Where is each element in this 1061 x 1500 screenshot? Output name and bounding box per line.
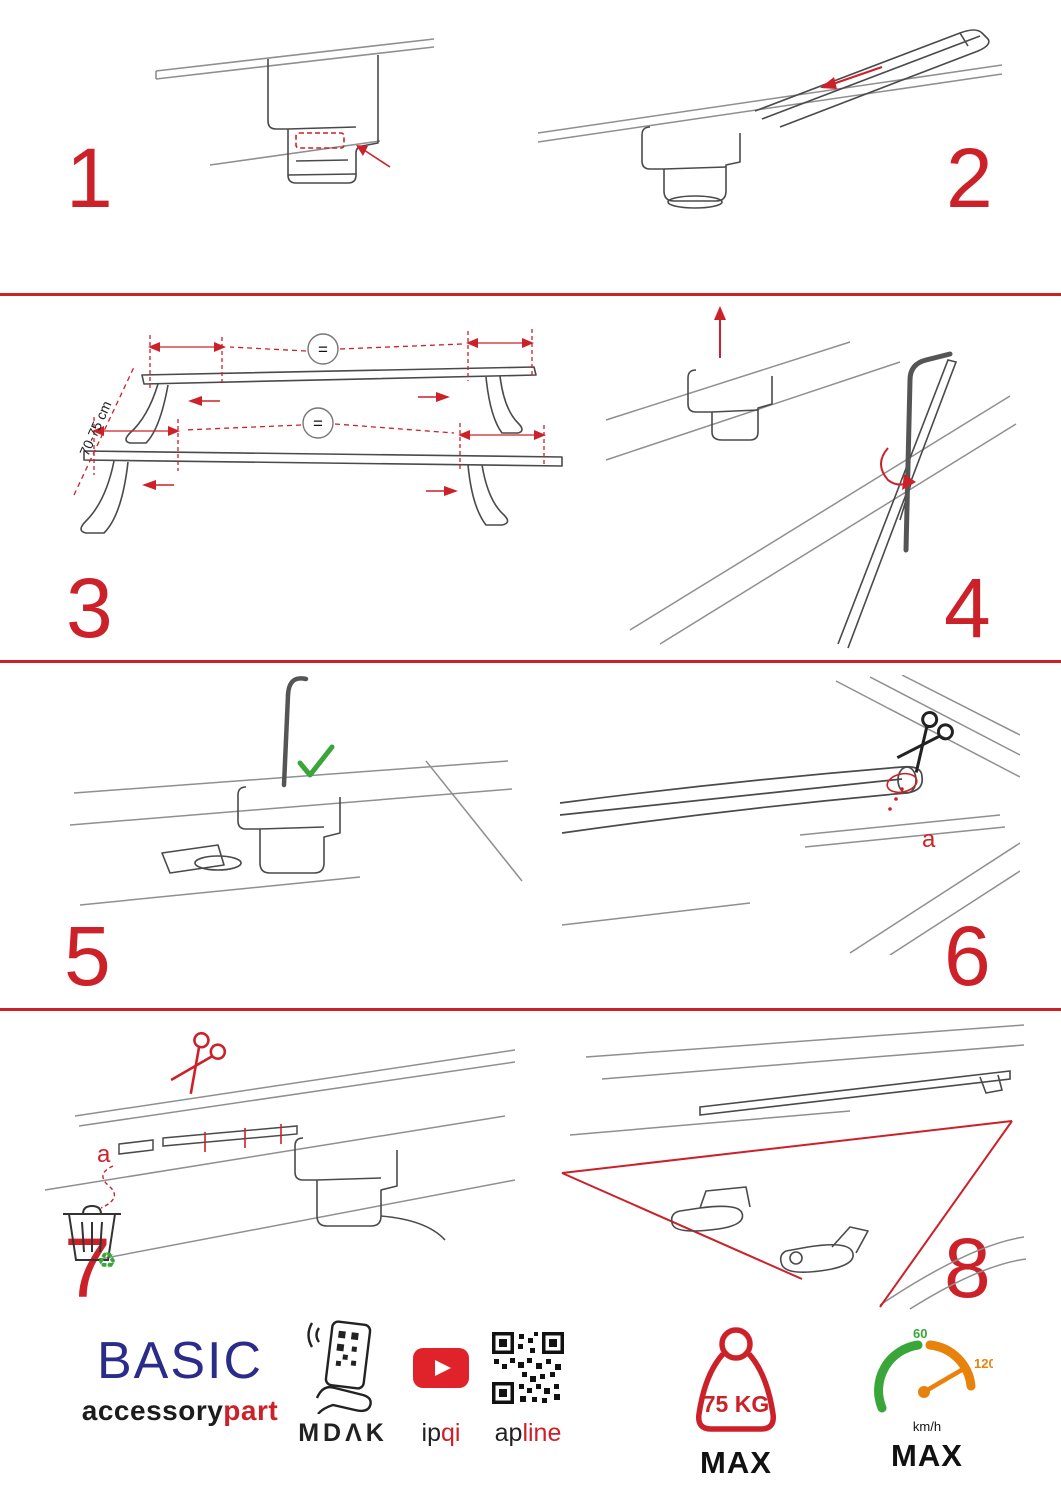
brand-sub-red: part (223, 1394, 279, 1426)
clamp-bracket (267, 55, 379, 184)
logo-apline-black: ap (494, 1419, 523, 1447)
speed-min-label: 60 (913, 1326, 927, 1341)
step-4-number: 4 (944, 561, 991, 655)
cut-ticks (204, 1124, 282, 1152)
brand-logo-apline: apline (482, 1322, 574, 1448)
step-7-illustration: a ♻ (44, 1031, 516, 1270)
roof-bar (699, 1070, 1011, 1116)
scissors-icon (170, 1031, 227, 1095)
bar-distance-label: 70-75 cm (76, 398, 114, 458)
step-2-number: 2 (946, 131, 993, 225)
equal-spacing-badge: = (307, 333, 339, 365)
slide-arrow (820, 66, 883, 89)
section-divider-1 (0, 293, 1061, 296)
allen-key-icon (281, 676, 309, 788)
speedometer-needle (921, 1365, 968, 1395)
weight-value: 75 KG (703, 1391, 769, 1417)
checkmark-icon (297, 744, 335, 778)
step-3-illustration: = = 70-75 cm (73, 329, 563, 534)
brand-logo-mdak: MDΛK (288, 1320, 398, 1448)
step-3-number: 3 (66, 561, 113, 655)
step-8-number: 8 (944, 1221, 991, 1315)
brand-sub-black: accessory (81, 1394, 224, 1426)
clamp-bracket (641, 126, 741, 209)
logo-ipqi-black: ip (421, 1419, 441, 1447)
step-2-illustration (537, 29, 1003, 209)
equals-sign: = (318, 340, 328, 359)
max-load-badge: 75 KG MAX (670, 1322, 802, 1481)
speedometer-icon: 60 120 (874, 1326, 996, 1413)
phone-qr-scan-icon (297, 1318, 389, 1419)
qr-code-icon (492, 1332, 564, 1409)
brand-logo-ipqi: ipqi (398, 1322, 484, 1448)
cut-highlight (886, 772, 918, 794)
recycle-icon: ♻ (97, 1248, 117, 1270)
cut-piece-label: a (97, 1141, 111, 1168)
trim-strip (118, 1125, 298, 1155)
weight-icon: 75 KG (696, 1327, 776, 1432)
step-6-number: 6 (944, 909, 991, 1003)
clamp-bracket (161, 786, 341, 874)
weight-max-label: MAX (700, 1445, 772, 1480)
brand-title: BASIC (96, 1332, 264, 1390)
logo-mdak-label: MDΛK (298, 1419, 388, 1447)
dimension-marks (73, 329, 545, 496)
trash-bin-icon (63, 1204, 121, 1261)
logo-ipqi-label: ipqi (422, 1419, 461, 1448)
step-1-number: 1 (66, 131, 113, 225)
roof-bar (754, 29, 990, 128)
cut-point-label: a (922, 826, 936, 853)
step-4-illustration (605, 306, 1017, 649)
youtube-icon (413, 1348, 469, 1393)
brand-subtitle: accessorypart (72, 1395, 288, 1427)
step-8-illustration (561, 1024, 1027, 1310)
section-divider-3 (0, 1008, 1061, 1011)
step-5-number: 5 (64, 909, 111, 1003)
slide-arrows (154, 396, 446, 492)
clamp-bracket (294, 1137, 446, 1241)
step-6-illustration: a (559, 675, 1020, 955)
step-1-illustration (155, 38, 435, 184)
logo-apline-red: line (522, 1419, 562, 1447)
roof-bar (559, 765, 924, 834)
motion-arrows (714, 306, 916, 490)
section-divider-2 (0, 660, 1061, 663)
clamp-parts (670, 1186, 869, 1273)
roof-rail (837, 359, 958, 649)
dimension-arrowheads (92, 338, 546, 496)
logo-ipqi-red: qi (441, 1419, 461, 1447)
equal-spacing-badge: = (302, 407, 334, 439)
discard-path (100, 1165, 116, 1209)
logo-apline-label: apline (495, 1419, 562, 1448)
equals-sign: = (313, 414, 323, 433)
max-speed-badge: 60 120 km/h MAX (856, 1326, 998, 1474)
speed-max-label: MAX (891, 1438, 963, 1473)
allen-key-icon (903, 351, 953, 553)
clamp-bracket (687, 369, 773, 441)
rubber-pad-insert (295, 132, 391, 168)
step-7-number: 7 (64, 1221, 111, 1315)
placement-outline (561, 1120, 1013, 1308)
cut-dots (888, 787, 904, 811)
roof-bars-pair (80, 366, 563, 534)
scissors-icon (896, 711, 954, 773)
speed-max-value-label: 120 (974, 1356, 993, 1371)
speed-unit-label: km/h (912, 1419, 942, 1434)
step-5-illustration (69, 676, 523, 906)
brand-logo-basic: BASIC accessorypart (72, 1334, 288, 1427)
